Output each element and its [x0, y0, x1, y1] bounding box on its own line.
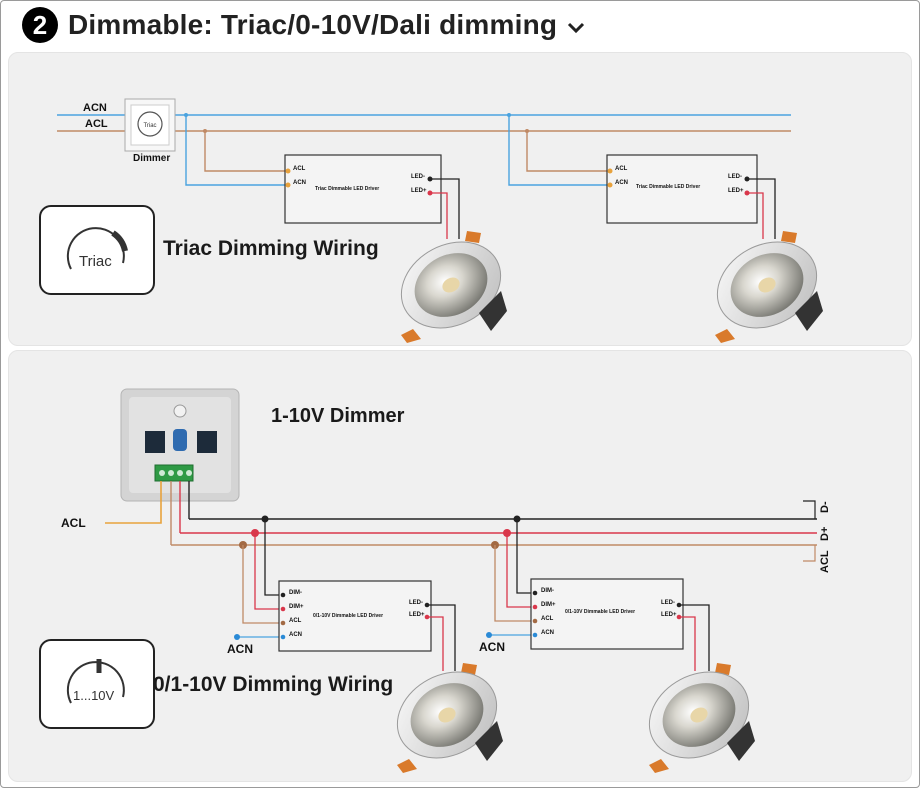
triac-dimmer: Triac — [124, 98, 176, 152]
driver1-input-acl: ACL — [293, 166, 306, 172]
driver2-input-acl: ACL — [615, 166, 628, 172]
driverB-name: 0/1-10V Dimmable LED Driver — [565, 609, 636, 615]
driverA-in-dimminus: DIM- — [289, 590, 302, 596]
dial-icon — [66, 659, 125, 704]
driver2-output-neg: LED- — [728, 174, 742, 180]
driver1-output-neg: LED- — [411, 174, 425, 180]
analog-icon-text: 1...10V — [73, 688, 115, 703]
driverB-in-dimplus: DIM+ — [541, 602, 556, 608]
section-title: Dimmable: Triac/0-10V/Dali dimming — [68, 9, 558, 40]
section-header[interactable]: 2 Dimmable: Triac/0-10V/Dali dimming — [22, 4, 585, 46]
analog-diagram-title: 0/1-10V Dimming Wiring — [153, 673, 394, 696]
dial-icon — [66, 227, 128, 270]
driverA-out-neg: LED- — [409, 600, 423, 606]
analog-dimmer-module — [120, 388, 240, 502]
driver1-name: Triac Dimmable LED Driver — [315, 186, 380, 192]
analog-icon-badge: 1...10V — [39, 639, 155, 729]
driver1-output-pos: LED+ — [411, 188, 427, 194]
driverB-out-pos: LED+ — [661, 612, 677, 618]
driver2-output-pos: LED+ — [728, 188, 744, 194]
analog-driver-1 — [278, 580, 432, 652]
bus-label-dplus: D+ — [819, 526, 831, 541]
analog-wiring-diagram — [105, 388, 817, 773]
driverA-in-acn: ACN — [289, 632, 302, 638]
downlight-lamp-2 — [715, 231, 823, 343]
driverA-out-pos: LED+ — [409, 612, 425, 618]
mains-neutral-label: ACN — [83, 102, 107, 114]
triac-icon-text: Triac — [79, 253, 112, 270]
chevron-down-icon[interactable] — [567, 21, 585, 35]
driverA-in-acl: ACL — [289, 618, 302, 624]
triac-icon-badge: Triac — [39, 205, 155, 295]
analog-dimmer-title: 1-10V Dimmer — [271, 405, 405, 427]
driverB-in-acn: ACN — [541, 630, 554, 636]
analog-acl-label: ACL — [61, 516, 86, 530]
downlight-lamp-4 — [648, 663, 755, 773]
driverB-out-neg: LED- — [661, 600, 675, 606]
triac-driver-2 — [606, 154, 758, 224]
step-number-badge: 2 — [22, 7, 58, 43]
driverA-in-dimplus: DIM+ — [289, 604, 304, 610]
triac-diagram-panel: Triac — [8, 52, 912, 346]
bus-label-acl: ACL — [819, 550, 831, 573]
triac-driver-1 — [284, 154, 442, 224]
bus-label-dminus: D- — [819, 501, 831, 513]
driverA-name: 0/1-10V Dimmable LED Driver — [313, 613, 384, 619]
triac-diagram-title: Triac Dimming Wiring — [163, 237, 379, 260]
driverB-in-dimminus: DIM- — [541, 588, 554, 594]
downlight-lamp-3 — [396, 663, 503, 773]
driverB-in-acl: ACL — [541, 616, 554, 622]
analog-acn-label-2: ACN — [479, 640, 505, 654]
mains-live-label: ACL — [85, 118, 108, 130]
analog-driver-2 — [530, 578, 684, 650]
driver2-name: Triac Dimmable LED Driver — [636, 184, 701, 190]
analog-acn-label-1: ACN — [227, 642, 253, 656]
analog-diagram-panel: 1-10V Dimmer ACL ACN ACN D- D+ ACL DIM- … — [8, 350, 912, 782]
triac-wiring-diagram: Triac — [57, 98, 823, 343]
downlight-lamp-1 — [400, 231, 507, 343]
driver2-input-acn: ACN — [615, 180, 628, 186]
svg-text:Triac: Triac — [143, 123, 156, 129]
driver1-input-acn: ACN — [293, 180, 306, 186]
dimmer-label: Dimmer — [133, 153, 171, 164]
